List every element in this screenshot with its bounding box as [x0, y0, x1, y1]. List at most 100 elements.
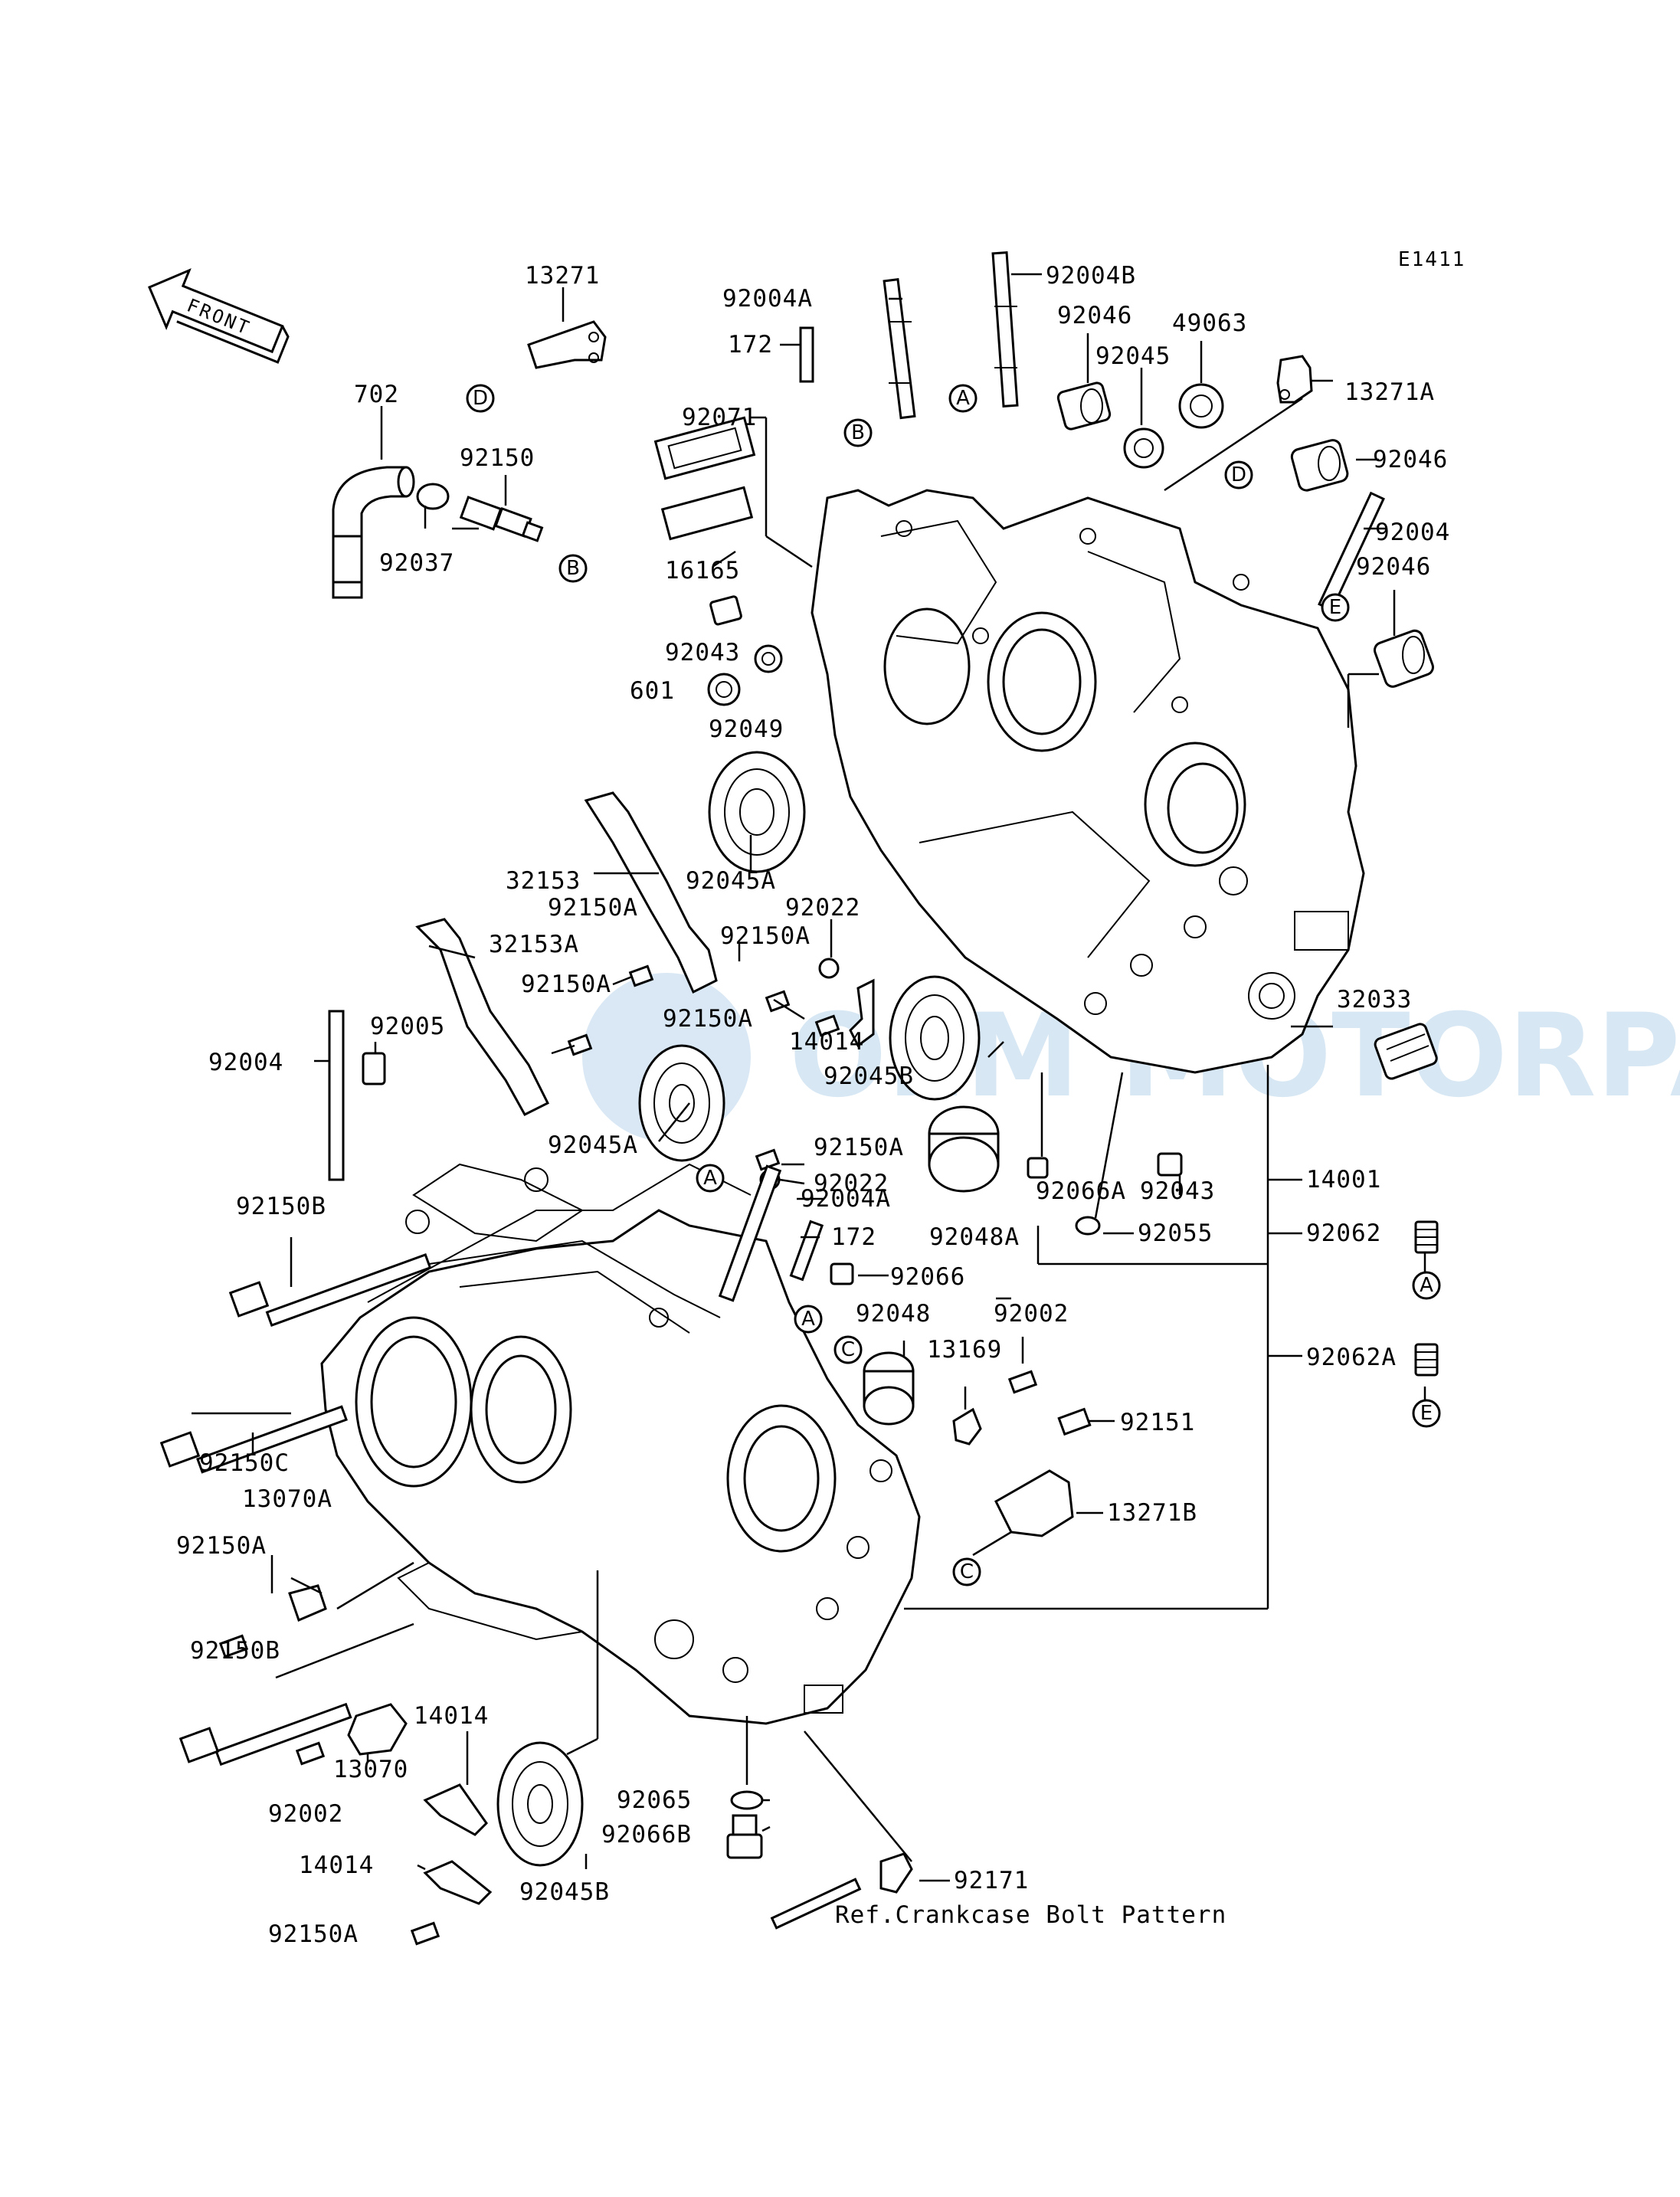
bolt-crankcase-ref	[770, 1878, 862, 1930]
svg-text:B: B	[566, 557, 580, 580]
label-92002-2: 92002	[268, 1800, 343, 1828]
label-14014-2: 14014	[414, 1702, 489, 1730]
stud-92004-left	[328, 1010, 345, 1181]
stud-92004A-mid	[718, 1164, 782, 1302]
label-14014-1: 14014	[789, 1028, 864, 1056]
seal-92048A	[928, 1105, 1000, 1193]
label-92046-b: 92046	[1373, 446, 1448, 473]
svg-text:A: A	[801, 1308, 815, 1331]
svg-text:D: D	[473, 387, 488, 410]
bolt-92150A-7	[410, 1921, 440, 1946]
label-92171: 92171	[954, 1867, 1029, 1894]
bracket-13271	[527, 320, 607, 369]
bolt-92150A-6	[218, 1634, 249, 1658]
label-92150B-1: 92150B	[236, 1193, 326, 1220]
stud-92004B	[991, 251, 1019, 408]
label-92062: 92062	[1306, 1220, 1381, 1247]
seal-92048	[863, 1351, 915, 1426]
label-92048A: 92048A	[929, 1223, 1020, 1251]
label-13070: 13070	[333, 1756, 408, 1783]
bolt-92151	[1057, 1407, 1092, 1436]
ref-circle-d-1: D	[466, 384, 495, 413]
label-92066A: 92066A	[1036, 1177, 1126, 1205]
clamp-92171	[879, 1852, 913, 1894]
label-92004B: 92004B	[1046, 262, 1136, 290]
ref-circles: D B B A D E A A C C A E	[466, 384, 1441, 1586]
label-92066B: 92066B	[601, 1821, 692, 1848]
label-92150A-1: 92150A	[548, 894, 638, 922]
plate-14014-1	[849, 978, 875, 1048]
label-92045A-2: 92045A	[548, 1131, 638, 1159]
label-92046-c: 92046	[1356, 553, 1431, 581]
label-92045A-1: 92045A	[686, 867, 776, 895]
label-92071: 92071	[682, 404, 757, 431]
svg-text:C: C	[841, 1338, 855, 1361]
label-92002-1: 92002	[994, 1300, 1069, 1328]
label-92043-mid: 92043	[1140, 1177, 1215, 1205]
label-92150: 92150	[460, 444, 535, 472]
crankcase-left-half	[320, 1163, 921, 1725]
bearing-92046-c	[1373, 629, 1434, 688]
label-14014-3: 14014	[299, 1852, 374, 1879]
label-92005: 92005	[370, 1013, 445, 1040]
label-92150A-4: 92150A	[663, 1005, 753, 1033]
label-92045B-1: 92045B	[824, 1062, 914, 1090]
stud-92004-right	[1318, 491, 1385, 612]
front-arrow-icon: FRONT	[148, 268, 290, 364]
label-92150B-2: 92150B	[190, 1637, 280, 1665]
bracket-13271A	[1276, 355, 1313, 404]
svg-text:B: B	[851, 421, 865, 444]
crankcase-right-half	[811, 489, 1365, 1074]
label-702: 702	[354, 381, 399, 408]
label-92043-top: 92043	[665, 639, 740, 666]
bolt-92150A-1	[628, 964, 654, 987]
ref-circle-a-2: A	[696, 1164, 725, 1193]
label-32153: 32153	[506, 867, 581, 895]
plate-14014-2	[423, 1783, 488, 1836]
bearing-92046-b	[1290, 439, 1349, 492]
stud-172-mid	[789, 1220, 824, 1282]
dowel-92043-top	[709, 595, 742, 626]
ref-circle-b-1: B	[558, 554, 588, 583]
ref-circle-a-1: A	[948, 384, 978, 413]
label-92004A-top: 92004A	[722, 285, 813, 313]
label-13271: 13271	[525, 262, 600, 290]
label-14001: 14001	[1306, 1166, 1381, 1193]
svg-text:D: D	[1231, 463, 1246, 486]
label-92045B-2: 92045B	[519, 1878, 610, 1906]
bolt-92150B-1	[228, 1252, 432, 1328]
oring-92055	[1075, 1216, 1101, 1236]
label-32153A: 32153A	[489, 931, 579, 958]
plate-14014-3	[423, 1860, 493, 1905]
bearing-92046-a	[1056, 381, 1112, 431]
cover-13070	[347, 1703, 408, 1756]
bolt-92150A-4	[567, 1033, 593, 1056]
stud-92004A-top	[883, 278, 916, 420]
bearing-92045B-1	[889, 975, 981, 1101]
label-92045: 92045	[1095, 342, 1171, 370]
hose-702	[332, 466, 415, 599]
bearing-49063	[1178, 383, 1224, 429]
label-92004A-mid: 92004A	[801, 1185, 891, 1213]
dowel-92066	[830, 1262, 854, 1285]
plug-92066B	[726, 1814, 763, 1859]
filter-16165	[660, 486, 754, 541]
ref-circle-e-2: E	[1412, 1399, 1441, 1428]
ref-circle-c-1: C	[833, 1335, 863, 1364]
label-92055: 92055	[1138, 1220, 1213, 1247]
bearing-92045	[1123, 427, 1164, 469]
label-92048: 92048	[856, 1300, 931, 1328]
svg-text:E: E	[1420, 1402, 1433, 1425]
bolt-92150C	[159, 1405, 348, 1474]
diagram-code: E1411	[1398, 248, 1465, 271]
ref-circle-a-3: A	[794, 1305, 823, 1334]
label-92062A: 92062A	[1306, 1344, 1397, 1371]
label-92150A-5: 92150A	[814, 1134, 904, 1161]
clip-92037	[416, 483, 450, 510]
bearing-601	[707, 673, 741, 706]
label-92066: 92066	[890, 1263, 965, 1291]
bearing-92045A-mid	[638, 1044, 725, 1162]
footer-note: Ref.Crankcase Bolt Pattern	[835, 1901, 1226, 1929]
strainer-32033	[1374, 1023, 1438, 1080]
